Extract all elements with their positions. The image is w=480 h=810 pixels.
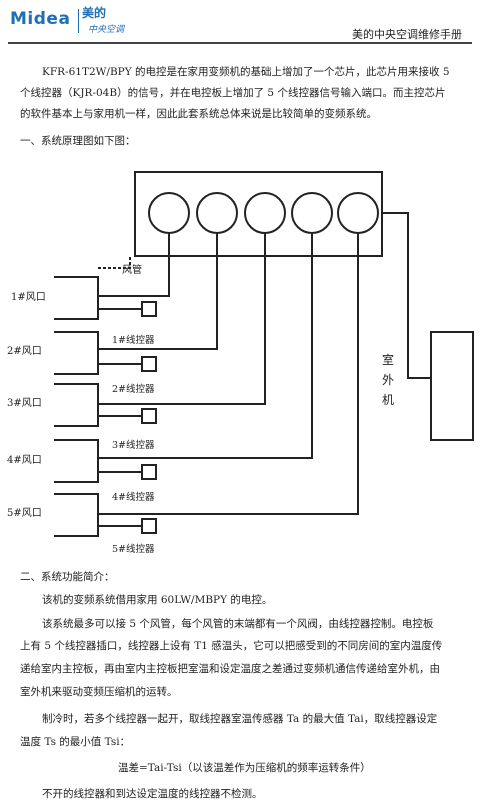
outlet-label-3: 3#风口 bbox=[7, 397, 42, 409]
controller-label-1: 1#线控器 bbox=[112, 334, 155, 346]
wire-5 bbox=[98, 233, 359, 515]
outdoor-label-3: 机 bbox=[382, 393, 394, 407]
controller-box-3 bbox=[141, 408, 157, 424]
paragraph-4-line-1: 制冷时，若多个线控器一起开，取线控器室温传感器 Ta 的最大值 Tai，取线控器… bbox=[42, 713, 438, 725]
paragraph-3-line-1: 该系统最多可以接 5 个风管，每个风管的末端都有一个风阀，由线控器控制。电控板 bbox=[42, 618, 434, 630]
port-circle-1 bbox=[148, 192, 190, 234]
outlet-label-2: 2#风口 bbox=[7, 345, 42, 357]
header-rule bbox=[8, 42, 472, 44]
outlet-label-1: 1#风口 bbox=[11, 291, 46, 303]
midea-logo: Midea bbox=[10, 9, 71, 29]
wire-1 bbox=[98, 233, 170, 297]
controller-box-4 bbox=[141, 464, 157, 480]
section-2-title: 二、系统功能简介： bbox=[20, 571, 115, 583]
outdoor-link bbox=[382, 212, 431, 379]
paragraph-3-line-3: 递给室内主控板，再由室内主控板把室温和设定温度之差通过变频机通信传递给室外机，由 bbox=[20, 663, 440, 675]
duct-line bbox=[98, 256, 131, 269]
paragraph-3-line-2: 上有 5 个线控器插口，线控器上设有 T1 感温头，它可以把感受到的不同房间的室… bbox=[20, 640, 443, 652]
outlet-box-3 bbox=[54, 383, 99, 427]
port-circle-3 bbox=[244, 192, 286, 234]
wire-2 bbox=[98, 233, 218, 350]
controller-label-5: 5#线控器 bbox=[112, 543, 155, 555]
outlet-label-4: 4#风口 bbox=[7, 454, 42, 466]
duct-label: 风管 bbox=[122, 263, 142, 276]
paragraph-1-line-3: 的软件基本上与家用机一样，因此此套系统总体来说是比较简单的变频系统。 bbox=[20, 108, 377, 120]
outdoor-label-2: 外 bbox=[382, 373, 394, 387]
page-header: Midea 美的 中央空调 美的中央空调维修手册 bbox=[0, 0, 480, 44]
outlet-box-4 bbox=[54, 439, 99, 483]
paragraph-1-line-1: KFR-61T2W/BPY 的电控是在家用变频机的基础上增加了一个芯片，此芯片用… bbox=[42, 66, 450, 78]
paragraph-4-line-2: 温度 Ts 的最小值 Tsi： bbox=[20, 736, 131, 748]
port-circle-5 bbox=[337, 192, 379, 234]
port-circle-4 bbox=[291, 192, 333, 234]
wire-3 bbox=[98, 233, 266, 405]
outlet-label-5: 5#风口 bbox=[7, 507, 42, 519]
controller-label-4: 4#线控器 bbox=[112, 491, 155, 503]
controller-box-2 bbox=[141, 356, 157, 372]
controller-box-1 bbox=[141, 301, 157, 317]
outdoor-label-1: 室 bbox=[382, 352, 394, 367]
paragraph-1-line-2: 个线控器（KJR-04B）的信号，并在电控板上增加了 5 个线控器信号输入端口。… bbox=[20, 87, 446, 99]
system-diagram: 风管 1#风口 2#风口 3#风口 4#风口 5#风口 1#线控器 2#线控器 … bbox=[7, 171, 474, 555]
manual-title: 美的中央空调维修手册 bbox=[352, 28, 462, 41]
section-1-title: 一、系统原理图如下图： bbox=[20, 135, 136, 147]
formula: 温差=Tai-Tsi（以该温差作为压缩机的频率运转条件） bbox=[118, 762, 371, 774]
outdoor-unit-box bbox=[430, 331, 474, 441]
brand-cn-logo: 美的 bbox=[82, 6, 107, 20]
controller-label-2: 2#线控器 bbox=[112, 383, 155, 395]
paragraph-5: 不开的线控器和到达设定温度的线控器不检测。 bbox=[42, 788, 263, 800]
controller-box-5 bbox=[141, 518, 157, 534]
paragraph-2: 该机的变频系统借用家用 60LW/MBPY 的电控。 bbox=[42, 594, 273, 606]
brand-sub-logo: 中央空调 bbox=[88, 25, 125, 35]
controller-label-3: 3#线控器 bbox=[112, 439, 155, 451]
outlet-box-2 bbox=[54, 331, 99, 375]
logo-divider bbox=[78, 9, 79, 33]
port-circle-2 bbox=[196, 192, 238, 234]
paragraph-3-line-4: 室外机来驱动变频压缩机的运转。 bbox=[20, 686, 178, 698]
outlet-box-1 bbox=[54, 276, 99, 320]
main-control-box bbox=[134, 171, 383, 257]
wire-4 bbox=[98, 233, 313, 459]
outlet-box-5 bbox=[54, 493, 99, 537]
